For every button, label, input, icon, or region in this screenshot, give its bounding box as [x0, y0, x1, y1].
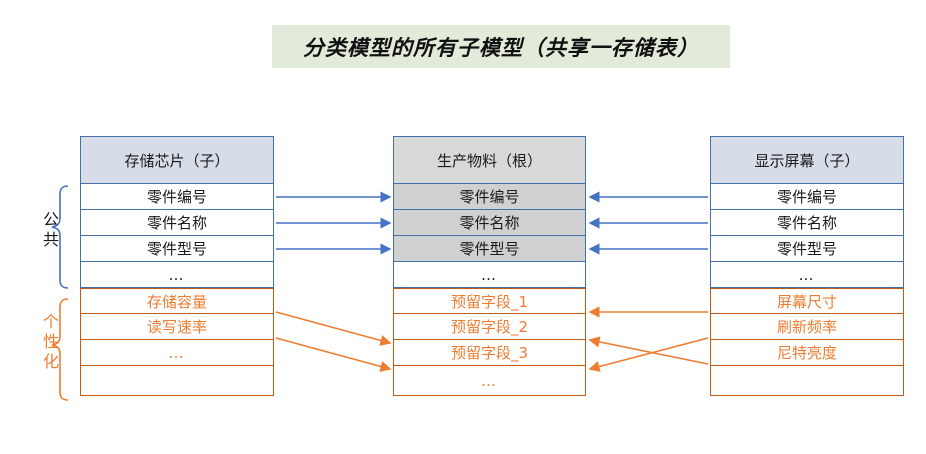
row-left-custom-1: 读写速率 — [80, 314, 274, 340]
arrows-left-to-mid-custom — [275, 311, 392, 372]
diagram-title-text: 分类模型的所有子模型（共享一存储表） — [303, 35, 699, 60]
bracket-label-custom-char-3: 化 — [42, 352, 59, 371]
arrows-left-to-mid-common — [276, 191, 392, 255]
table-header-memory-chip: 存储芯片（子） — [80, 136, 274, 184]
row-mid-custom-1: 预留字段_2 — [393, 314, 586, 340]
row-mid-common-0: 零件编号 — [393, 184, 586, 210]
bracket-label-custom-char-2: 性 — [42, 332, 59, 351]
row-right-common-0: 零件编号 — [710, 184, 904, 210]
row-mid-custom-3: … — [393, 366, 586, 396]
diagram-title-banner: 分类模型的所有子模型（共享一存储表） — [272, 25, 730, 68]
row-left-custom-2: … — [80, 340, 274, 366]
row-mid-custom-0: 预留字段_1 — [393, 288, 586, 314]
bracket-label-common-char-2: 共 — [42, 230, 59, 249]
table-display-screen: 显示屏幕（子） 零件编号 零件名称 零件型号 … 屏幕尺寸 刷新频率 尼特亮度 — [710, 136, 904, 396]
bracket-label-custom-char-1: 个 — [42, 312, 59, 331]
row-left-custom-0: 存储容量 — [80, 288, 274, 314]
row-mid-custom-2: 预留字段_3 — [393, 340, 586, 366]
row-right-common-1: 零件名称 — [710, 210, 904, 236]
bracket-label-common-char-1: 公 — [42, 210, 59, 229]
table-header-production-material: 生产物料（根） — [393, 136, 586, 184]
row-right-custom-2: 尼特亮度 — [710, 340, 904, 366]
row-right-common-2: 零件型号 — [710, 236, 904, 262]
row-right-common-3: … — [710, 262, 904, 288]
arrows-right-to-mid-custom — [588, 306, 709, 372]
row-mid-common-3: … — [393, 262, 586, 288]
row-left-common-3: … — [80, 262, 274, 288]
row-left-common-2: 零件型号 — [80, 236, 274, 262]
arrows-right-to-mid-common — [588, 191, 708, 255]
table-header-display-screen: 显示屏幕（子） — [710, 136, 904, 184]
row-right-custom-1: 刷新频率 — [710, 314, 904, 340]
row-mid-common-1: 零件名称 — [393, 210, 586, 236]
bracket-label-common: 公 共 — [38, 210, 64, 250]
table-production-material: 生产物料（根） 零件编号 零件名称 零件型号 … 预留字段_1 预留字段_2 预… — [393, 136, 586, 396]
row-left-common-1: 零件名称 — [80, 210, 274, 236]
row-left-common-0: 零件编号 — [80, 184, 274, 210]
row-right-custom-0: 屏幕尺寸 — [710, 288, 904, 314]
table-memory-chip: 存储芯片（子） 零件编号 零件名称 零件型号 … 存储容量 读写速率 … — [80, 136, 274, 396]
row-left-custom-3 — [80, 366, 274, 396]
row-mid-common-2: 零件型号 — [393, 236, 586, 262]
row-right-custom-3 — [710, 366, 904, 396]
bracket-label-custom: 个 性 化 — [38, 312, 64, 372]
